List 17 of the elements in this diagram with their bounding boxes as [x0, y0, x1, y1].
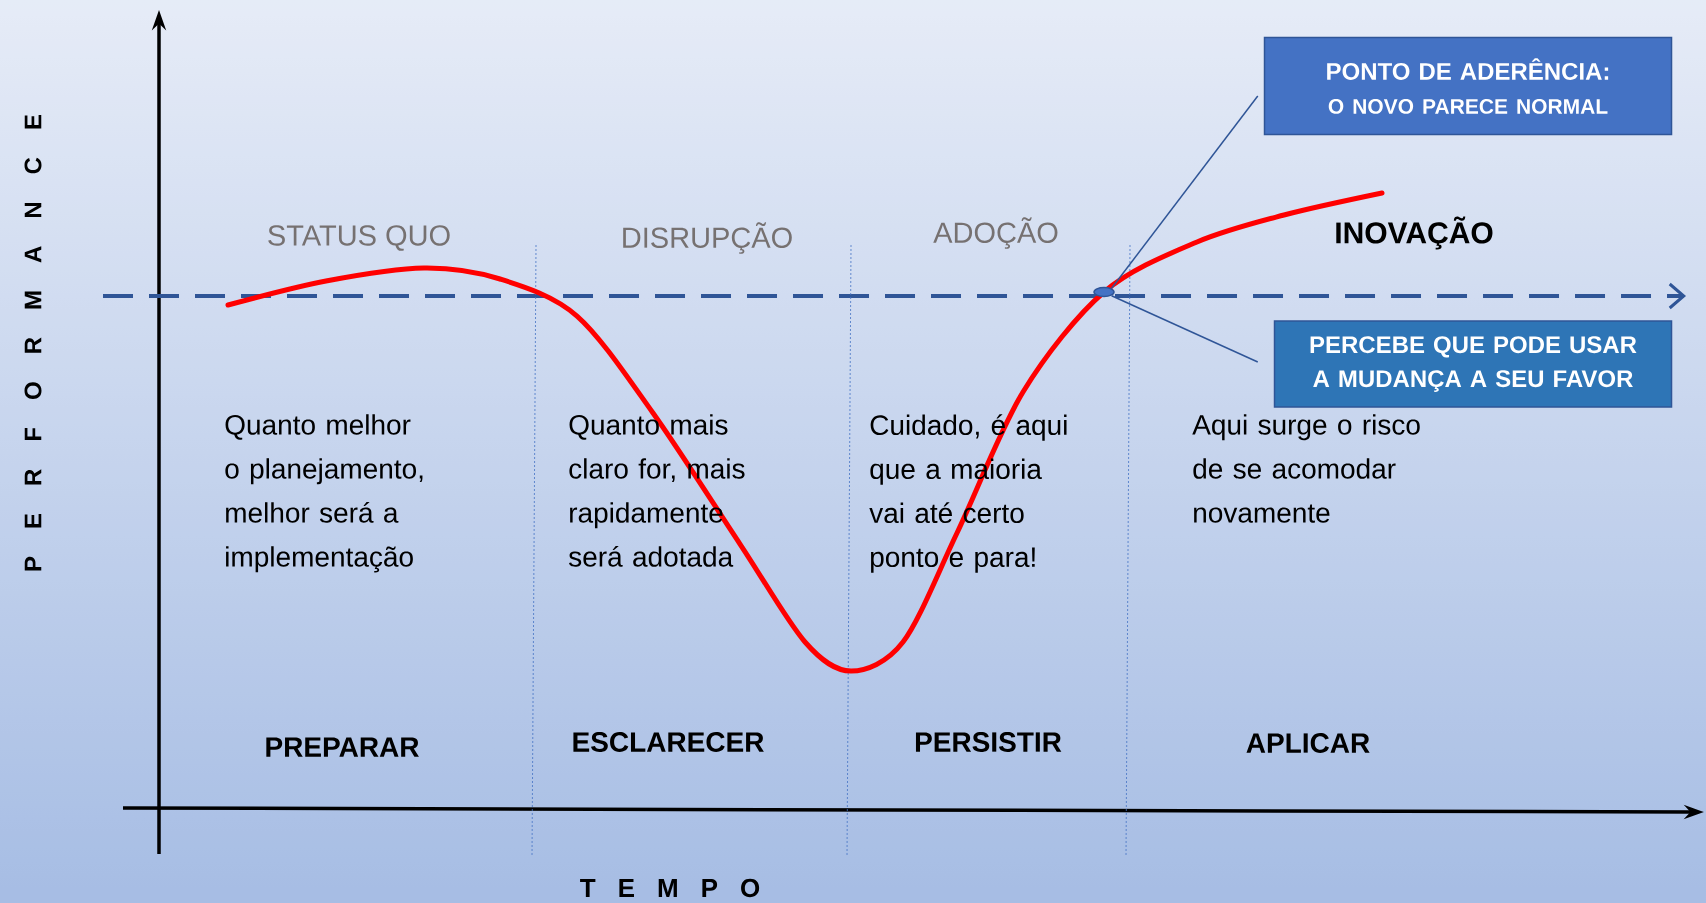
leader-line [1110, 294, 1259, 363]
action-label: ESCLARECER [573, 732, 764, 752]
phase-title: INOVAÇÃO [1336, 216, 1493, 250]
axis-title: T E M P O [580, 878, 760, 898]
callout-box: PONTO DE ADERÊNCIA: O NOVO PARECE NORMAL [1263, 36, 1673, 136]
action-label: PREPARAR [266, 737, 419, 757]
description-text: Quanto melhor o planejamento, melhor será a implementação [225, 414, 423, 573]
action-label: PERSISTIR [915, 732, 1062, 752]
callout-box: PERCEBE QUE PODE USAR A MUDANÇA A SEU FAVOR [1273, 320, 1673, 408]
leader-line [1110, 95, 1259, 290]
axis-title: P E R F O R M A N C E [24, 114, 42, 571]
phase-title: STATUS QUO [268, 225, 450, 251]
phase-title: DISRUPÇÃO [623, 222, 792, 254]
action-label: APLICAR [1246, 733, 1370, 753]
point-marker [1093, 286, 1115, 298]
phase-title: ADOÇÃO [933, 217, 1058, 249]
description-text: Aqui surge o risco de se acomodar novamente [1192, 414, 1420, 523]
